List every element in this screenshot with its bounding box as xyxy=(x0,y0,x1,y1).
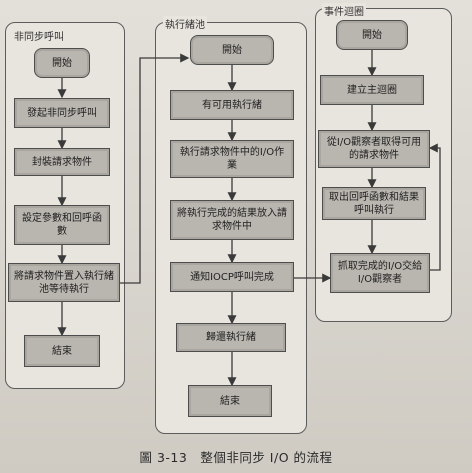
node-fetch-completed-io: 抓取完成的I/O交給I/O觀察者 xyxy=(330,253,430,293)
node-wrap-request: 封裝請求物件 xyxy=(14,148,110,176)
node-notify-iocp: 通知IOCP呼叫完成 xyxy=(170,262,294,292)
node-end-pool: 結束 xyxy=(188,385,272,417)
node-run-callback: 取出回呼函數和結果呼叫執行 xyxy=(322,187,426,220)
lane-title-thread-pool: 執行緒池 xyxy=(163,16,207,31)
node-create-main-loop: 建立主迴圈 xyxy=(320,75,424,105)
lane-title-async-call: 非同步呼叫 xyxy=(12,28,66,43)
node-start-loop: 開始 xyxy=(336,20,408,50)
figure-caption: 圖 3-13 整個非同步 I/O 的流程 xyxy=(139,450,333,465)
node-end-async: 結束 xyxy=(24,335,100,367)
node-set-params-callback: 設定參數和回呼函數 xyxy=(14,205,110,245)
lane-title-event-loop: 事件迴圈 xyxy=(322,3,366,18)
node-start-pool: 開始 xyxy=(190,35,274,65)
node-store-result: 將執行完成的結果放入請求物件中 xyxy=(170,200,294,240)
node-initiate-async-call: 發起非同步呼叫 xyxy=(14,98,110,128)
node-get-request-from-observer: 從I/O觀察者取得可用的請求物件 xyxy=(318,130,430,168)
node-thread-available: 有可用執行緒 xyxy=(170,90,294,120)
node-return-thread: 歸還執行緒 xyxy=(176,323,286,352)
node-queue-request: 將請求物件置入執行緒池等待執行 xyxy=(8,263,120,302)
node-exec-io: 執行請求物件中的I/O作業 xyxy=(170,140,294,178)
node-start-async: 開始 xyxy=(34,48,90,78)
